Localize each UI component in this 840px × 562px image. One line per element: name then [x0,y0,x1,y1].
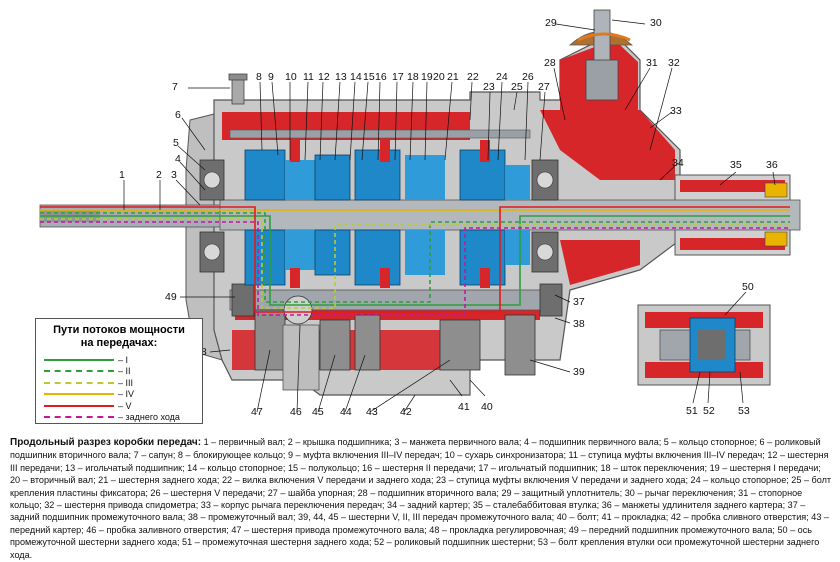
power-flow-paths [40,206,790,316]
caption-title: Продольный разрез коробки передач: [10,437,202,448]
legend-items: – I– II– III– IV– V– заднего хода [36,354,202,423]
callout-leaders [123,19,776,413]
callout-number-21: 21 [447,71,459,83]
callout-number-29: 29 [545,17,557,29]
callout-number-27: 27 [538,81,550,93]
callout-number-46: 46 [290,406,302,418]
callout-number-26: 26 [522,71,534,83]
callout-number-10: 10 [285,71,297,83]
legend-label: – V [118,400,132,411]
callout-number-50: 50 [742,281,754,293]
legend-item: – IV [44,389,202,401]
callout-number-41: 41 [458,401,470,413]
legend-line-swatch [44,358,114,361]
callout-number-49: 49 [165,291,177,303]
callout-number-1: 1 [119,169,125,181]
callout-number-44: 44 [340,406,352,418]
main-shaft-gears [244,140,530,288]
callout-number-51: 51 [686,405,698,417]
legend-item: – V [44,400,202,412]
callout-number-19: 19 [421,71,433,83]
bearings [199,159,563,317]
callout-number-45: 45 [312,406,324,418]
caption-text: 1 – первичный вал; 2 – крышка подшипника… [10,437,832,560]
callout-number-32: 32 [668,57,680,69]
callout-number-9: 9 [268,71,274,83]
callout-number-28: 28 [544,57,556,69]
callout-number-40: 40 [481,401,493,413]
callout-number-15: 15 [363,71,375,83]
legend-label: – IV [118,389,135,400]
legend-item: – III [44,377,202,389]
callout-number-13: 13 [335,71,347,83]
callout-number-14: 14 [350,71,362,83]
callout-number-17: 17 [392,71,404,83]
legend-line-swatch [44,370,114,373]
callout-number-20: 20 [433,71,445,83]
legend-label: – III [118,377,134,388]
figure-caption: Продольный разрез коробки передач: 1 – п… [10,436,832,561]
callout-number-31: 31 [646,57,658,69]
callout-number-4: 4 [175,153,181,165]
callout-number-24: 24 [496,71,508,83]
callout-number-16: 16 [375,71,387,83]
legend-title: Пути потоков мощности на передачах: [53,324,185,349]
callout-number-33: 33 [670,105,682,117]
legend-line-swatch [44,416,114,419]
power-flow-legend: Пути потоков мощности на передачах: – I–… [35,318,203,424]
callout-number-12: 12 [318,71,330,83]
reverse-idler-inset [637,304,771,386]
rear-extension-housing [674,174,791,256]
callout-number-37: 37 [573,296,585,308]
callout-number-5: 5 [173,137,179,149]
callout-number-25: 25 [511,81,523,93]
gearbox-cross-section-diagram: 1234567891011121314151617181920212223242… [39,9,801,418]
callout-number-47: 47 [251,406,263,418]
callout-number-11: 11 [303,71,314,83]
callout-number-3: 3 [171,169,177,181]
callout-number-18: 18 [407,71,419,83]
legend-label: – II [118,366,131,377]
legend-line-swatch [44,393,114,396]
callout-number-23: 23 [483,81,495,93]
callout-number-7: 7 [172,81,178,93]
callout-number-8: 8 [256,71,262,83]
countershaft-gears [254,295,536,391]
callout-number-42: 42 [400,406,412,418]
callout-number-43: 43 [366,406,378,418]
callout-number-30: 30 [650,17,662,29]
legend-line-swatch [44,381,114,384]
legend-item: – I [44,354,202,366]
callout-number-36: 36 [766,159,778,171]
legend-line-swatch [44,404,114,407]
legend-label: – I [118,354,129,365]
callout-number-6: 6 [175,109,181,121]
callout-number-38: 38 [573,318,585,330]
callout-number-22: 22 [467,71,479,83]
callout-number-52: 52 [703,405,715,417]
legend-item: – II [44,366,202,378]
callout-number-35: 35 [730,159,742,171]
callout-number-34: 34 [672,157,684,169]
callout-number-2: 2 [156,169,162,181]
callout-number-53: 53 [738,405,750,417]
legend-item: – заднего хода [44,412,202,424]
shift-lever-tower [568,9,634,101]
callout-number-39: 39 [573,366,585,378]
breather-valve [228,73,248,105]
legend-label: – заднего хода [118,412,180,423]
